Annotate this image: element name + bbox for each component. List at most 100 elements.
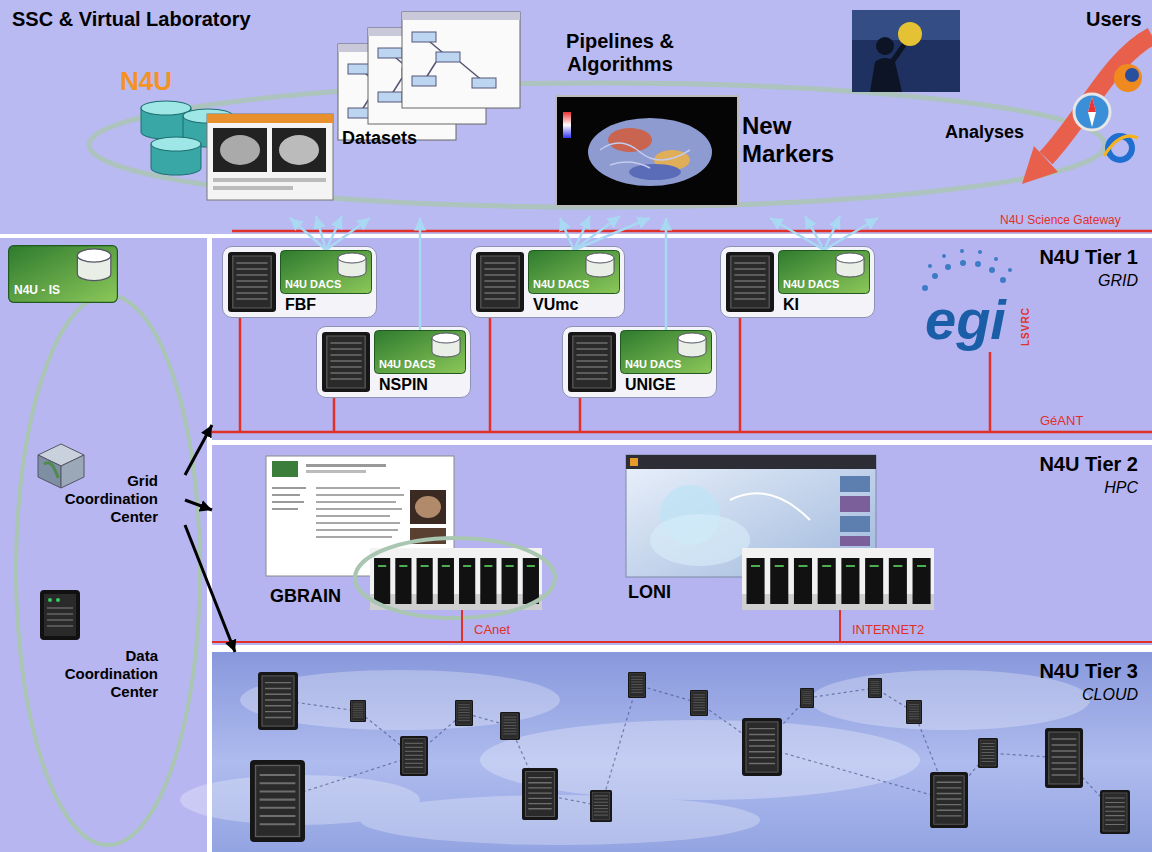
grid-center-icon — [38, 444, 84, 488]
dacs-label: N4U DACS — [625, 358, 681, 370]
cloud-links — [278, 685, 1115, 812]
loni-screenshot — [840, 536, 870, 546]
browser-icons — [1088, 97, 1096, 127]
data-flow-arrows — [419, 218, 422, 330]
dataset-cylinders — [151, 137, 201, 175]
loni-screenshot — [650, 514, 750, 566]
cloud-servers — [500, 712, 520, 740]
section-label: Datasets — [342, 128, 417, 149]
cloud-servers — [258, 672, 298, 730]
data-center-icon — [47, 608, 73, 626]
data-flow-arrows — [326, 218, 370, 250]
cloud-links — [278, 685, 1115, 812]
pipeline-windows — [472, 78, 496, 88]
cloud-servers — [590, 790, 612, 822]
site-name: GBRAIN — [270, 586, 341, 607]
dacs-server-icons — [322, 332, 370, 392]
dacs-label: N4U DACS — [285, 278, 341, 290]
network-ring — [89, 83, 1105, 207]
text-slot: N4U Tier 3 — [1039, 660, 1138, 683]
card-label: N4U - IS — [14, 283, 60, 297]
pipeline-windows — [338, 12, 520, 140]
egi-logo-dots — [945, 264, 951, 270]
tier-title: N4U Tier 2 — [1039, 453, 1138, 476]
text-slot: N4U Tier 2 — [1039, 453, 1138, 476]
site-name: NSPIN — [379, 376, 428, 394]
text-slot: N4U Tier 1 — [1039, 246, 1138, 269]
geant-network-lines — [489, 318, 492, 432]
browser-icons — [1074, 94, 1110, 130]
cloud-servers — [522, 768, 558, 820]
dataset-screenshot — [207, 114, 333, 123]
brain-viewer — [629, 164, 681, 180]
analysis-arrow — [1046, 36, 1152, 158]
data-flow-arrows — [824, 218, 878, 250]
section-label: Pipelines & Algorithms — [540, 30, 700, 76]
dacs-label: N4U DACS — [533, 278, 589, 290]
loni-screenshot — [730, 493, 810, 520]
gbrain-screenshot — [410, 490, 446, 524]
egi-logo-dots — [922, 249, 1012, 291]
browser-icons — [1125, 68, 1139, 82]
gbrain-screenshot — [272, 488, 306, 509]
center-name: Data Coordination Center — [53, 647, 158, 701]
text-slot: N4U DACS — [379, 358, 435, 370]
brain-viewer — [600, 143, 690, 168]
text-slot: UNIGE — [625, 376, 676, 394]
text-slot: SSC & Virtual Laboratory — [12, 8, 251, 31]
hpc-network-lines — [212, 641, 1152, 643]
browser-icons — [1088, 97, 1096, 112]
users-photo — [876, 37, 894, 55]
dataset-screenshot — [213, 178, 326, 182]
center-name: Grid Coordination Center — [53, 472, 158, 526]
gbrain-cluster — [370, 548, 542, 610]
text-slot: egi — [925, 292, 1006, 348]
text-slot: LONI — [628, 582, 671, 603]
site-name: KI — [783, 296, 799, 314]
geant-network-lines — [239, 318, 242, 432]
egi-logo-dots — [1008, 268, 1012, 272]
pipeline-windows — [412, 76, 436, 86]
egi-logo-dots — [989, 267, 995, 273]
dacs-label: N4U DACS — [379, 358, 435, 370]
brain-viewer — [556, 96, 738, 206]
gbrain-screenshot — [272, 461, 298, 477]
cloud-servers — [628, 672, 646, 698]
coordination-ring — [16, 295, 200, 845]
cloud-servers — [742, 718, 782, 776]
geant-network-lines — [212, 431, 1152, 434]
connector-arrow — [185, 500, 212, 510]
cloud-servers — [1100, 790, 1130, 834]
cloud-servers — [800, 688, 814, 708]
section-label: Users — [1086, 8, 1142, 31]
cloud-servers — [250, 672, 1130, 842]
gateway-line — [232, 231, 1152, 232]
logo-subtext: LSVRC — [1020, 307, 1031, 346]
data-center-icon — [56, 598, 60, 602]
pipeline-windows — [378, 48, 402, 58]
users-photo — [898, 22, 922, 46]
network-label: GéANT — [1040, 413, 1083, 428]
brain-viewer — [556, 96, 738, 206]
analysis-arrow — [1022, 36, 1152, 184]
dacs-server-icons — [375, 331, 466, 374]
data-center-icon — [44, 594, 76, 636]
egi-logo-dots — [922, 285, 928, 291]
loni-cluster — [742, 548, 934, 610]
data-flow-arrows — [665, 218, 668, 330]
pipeline-windows — [436, 52, 460, 62]
gbrain-cluster — [355, 538, 555, 618]
analysis-arrow — [1022, 146, 1058, 184]
dacs-server-icons — [779, 251, 870, 294]
text-slot: GBRAIN — [270, 586, 341, 607]
text-slot: NSPIN — [379, 376, 428, 394]
section-label: Analyses — [945, 122, 1024, 143]
site-name: VUmc — [533, 296, 578, 314]
text-slot: Data Coordination Center — [53, 647, 158, 701]
dacs-server-icons — [476, 252, 524, 312]
text-slot: VUmc — [533, 296, 578, 314]
browser-icons — [1104, 136, 1138, 156]
data-center-icon — [48, 598, 52, 602]
connector-arrow — [185, 525, 235, 652]
data-flow-arrows — [560, 218, 574, 250]
